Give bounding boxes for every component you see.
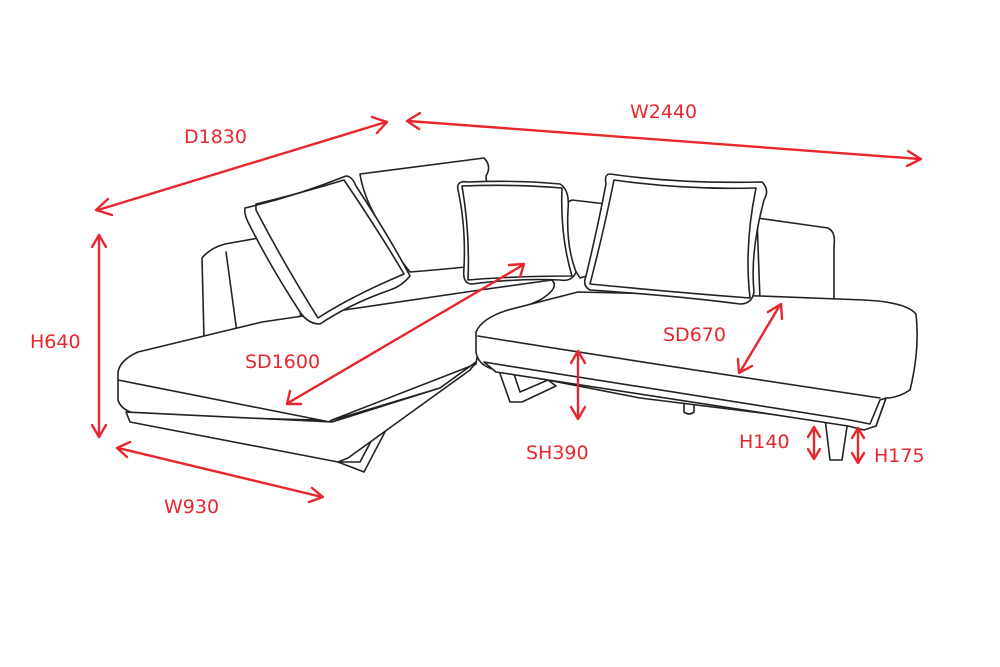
pillow-center [456,180,577,285]
arrow-depth-total [94,115,389,217]
pillow-right-seam [589,179,757,299]
arrow-width-chaise [115,440,325,504]
label-seat-depth-side: SD670 [663,324,726,346]
label-width-chaise: W930 [164,496,219,518]
pillow-front-left-seam [255,179,405,319]
label-leg-height-1: H140 [739,431,790,453]
pillow-right [583,173,768,305]
pillow-center-seam [461,184,573,281]
arrow-seat-depth-side [736,302,784,375]
arrow-leg-height-1 [806,425,822,461]
label-depth-total: D1830 [184,126,247,148]
arrow-seat-height [569,349,587,421]
chaise-arm-front-edge [225,251,239,341]
label-height: H640 [30,331,81,353]
side-base [483,361,887,431]
arrow-seat-depth-chaise [285,262,526,406]
label-leg-height-2: H175 [874,445,925,467]
dimension-labels: D1830 W2440 H640 SD1600 SD670 SH390 H140… [30,101,925,518]
arrow-leg-height-2 [850,426,866,465]
label-seat-height: SH390 [526,442,589,464]
chaise-seat-front-seam [117,379,331,423]
chaise-seat-side-seam [331,363,477,421]
sofa-drawing [117,157,918,473]
side-seat-front-seam [477,335,881,399]
pillow-front-left [244,175,411,325]
back-panel-right [756,217,836,305]
arrow-height [90,233,108,439]
dimension-arrows [90,111,923,504]
label-seat-depth-chaise: SD1600 [245,351,320,373]
arrow-width-total [405,111,923,168]
side-seat [475,291,918,429]
label-width-total: W2440 [630,101,697,123]
chaise-base [125,361,477,463]
